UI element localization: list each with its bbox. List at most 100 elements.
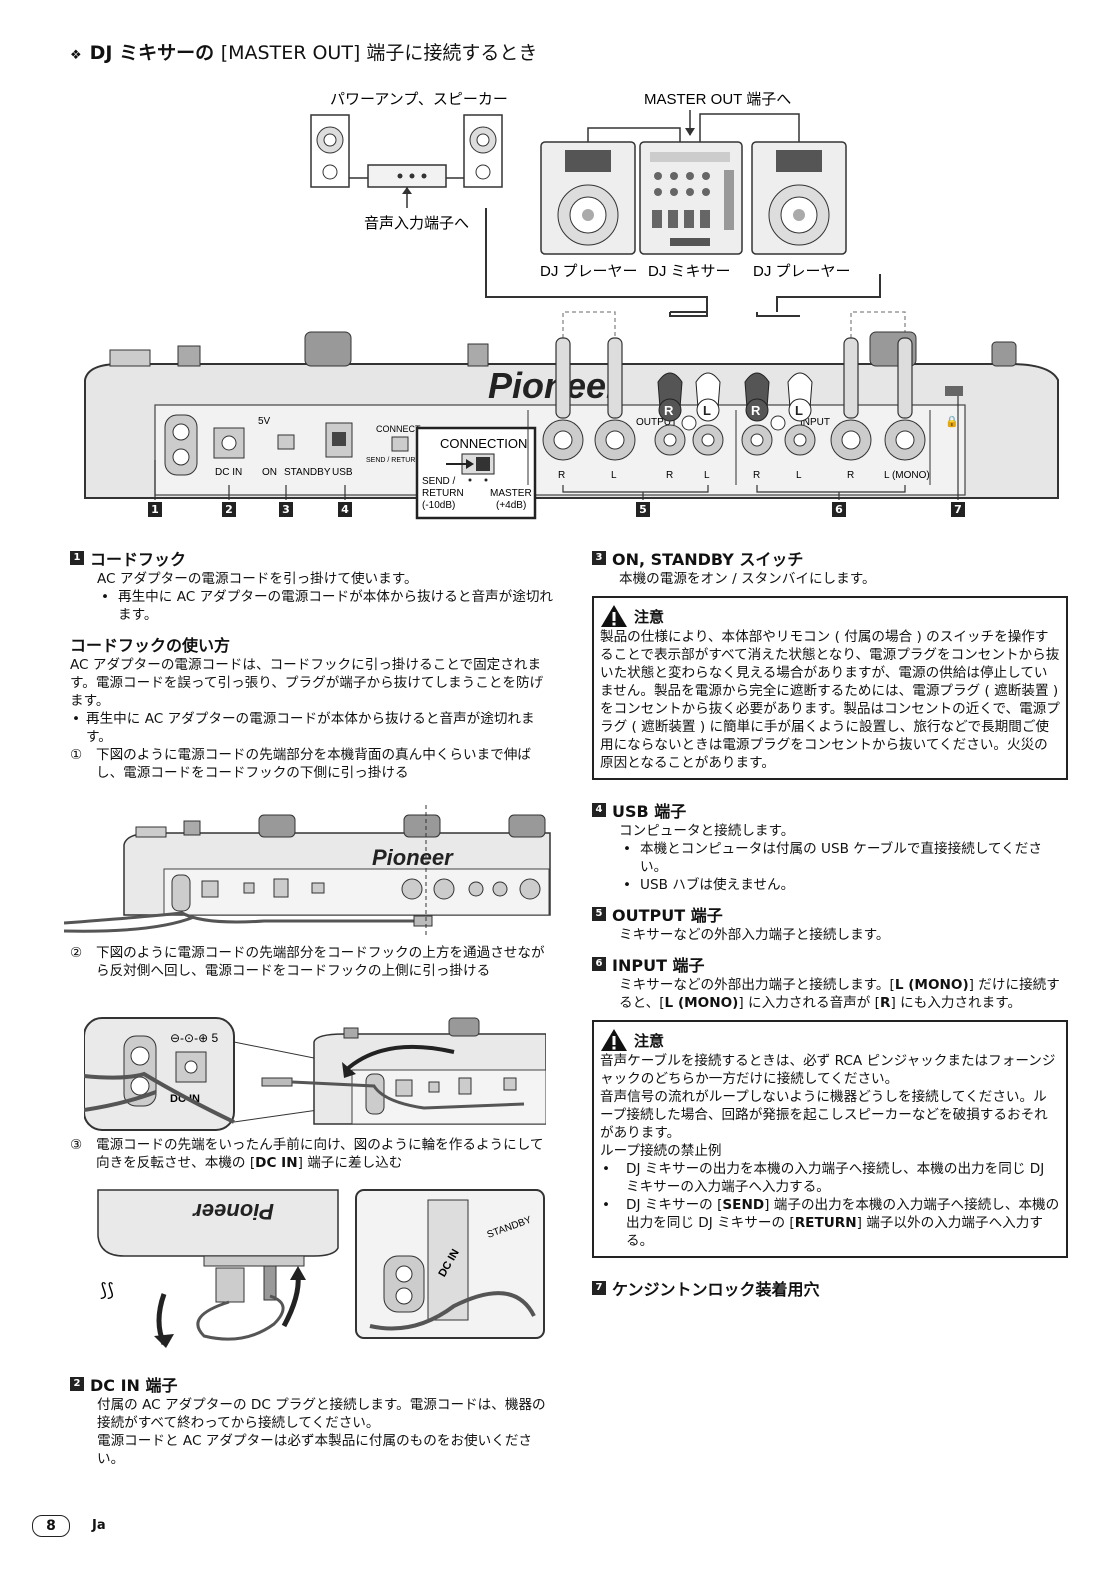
panel-output-label: OUTPUT — [636, 417, 677, 428]
jack-r-3: R — [753, 470, 760, 481]
caution-2-title: 注意 — [600, 1028, 1060, 1052]
plug-r-label: R — [664, 403, 674, 418]
section-1-title: 1 コードフック — [70, 546, 554, 570]
panel-standby-label: STANDBY — [284, 467, 331, 478]
section-6-title: 6 INPUT 端子 — [592, 952, 1068, 976]
step-3-text-c: ] 端子に差し込む — [297, 1155, 403, 1171]
page-number: 8 — [32, 1515, 70, 1537]
panel-send-small-label: SEND / RETURN (-10dB) — [366, 457, 446, 464]
c2b2-b: SEND — [722, 1197, 765, 1213]
section-1-text: AC アダプターの電源コードを引っ掛けて使います。 — [97, 571, 418, 587]
jack-r-2: R — [666, 470, 673, 481]
caution-1-label: 注意 — [634, 607, 665, 626]
step-1: ① 下図のように電源コードの先端部分を本機背面の真ん中くらいまで伸ばし、電源コー… — [70, 746, 554, 782]
rca-plug-l-in: L — [787, 372, 813, 422]
heading-light: [MASTER OUT] 端子に接続するとき — [220, 42, 538, 64]
section-5-text: ミキサーなどの外部入力端子と接続します。 — [619, 927, 890, 943]
section-4-number: 4 — [592, 803, 606, 817]
standby-switch — [277, 434, 295, 450]
dj-player-left-icon — [540, 141, 636, 255]
pioneer-logo: Pioneer — [488, 365, 622, 406]
step-2: ② 下図のように電源コードの先端部分をコードフックの上方を通過させながら反対側へ… — [70, 944, 554, 980]
callout-1: 1 — [148, 502, 162, 517]
cord-hook-howto-title: コードフックの使い方 — [70, 636, 231, 655]
conn-master-db: (+4dB) — [496, 500, 526, 511]
step-3-block: ③ 電源コードの先端をいったん手前に向け、図のように輪を作るようにして向きを反転… — [70, 1136, 554, 1172]
connection-switch-inset: CONNECTION SEND / RETURN (-10dB) MASTER … — [415, 426, 537, 520]
section-7-title: 7 ケンジントンロック装着用穴 — [592, 1276, 1068, 1300]
cord-hook-bullet: 再生中に AC アダプターの電源コードが本体から抜けると音声が途切れます。 — [70, 710, 554, 746]
c2b2-a: DJ ミキサーの [ — [626, 1197, 723, 1213]
pioneer-logo-flipped: Pioneer — [192, 1199, 274, 1224]
output-phone-jacks — [542, 419, 636, 461]
panel-usb-label: USB — [332, 467, 353, 478]
kensington-slot — [945, 386, 963, 396]
callout-5: 5 — [636, 502, 650, 517]
section-3-heading: ON, STANDBY スイッチ — [612, 550, 804, 569]
section-1-heading: コードフック — [90, 550, 187, 569]
jack-lmono: L (MONO) — [884, 470, 930, 481]
caution-2-bullet-2: DJ ミキサーの [SEND] 端子の出力を本機の入力端子へ接続し、本機の出力を… — [600, 1196, 1060, 1250]
conn-title: CONNECTION — [440, 436, 527, 451]
input-rca-jacks — [741, 424, 816, 456]
panel-connect-label: CONNECT — [376, 424, 421, 434]
section-5-title: 5 OUTPUT 端子 — [592, 902, 1068, 926]
section-4-text: コンピュータと接続します。 — [619, 823, 795, 839]
speaker-label: パワーアンプ、スピーカー — [330, 91, 508, 108]
section-3-title: 3 ON, STANDBY スイッチ — [592, 546, 1068, 570]
player-right-label: DJ プレーヤー — [753, 263, 851, 280]
cord-hook-step3-illustration: Pioneer ⟆⟆ DC IN STANDBY — [97, 1189, 545, 1348]
step-3: ③ 電源コードの先端をいったん手前に向け、図のように輪を作るようにして向きを反転… — [70, 1136, 554, 1172]
dj-mixer-icon — [639, 141, 743, 255]
plug-l-in-label: L — [795, 403, 803, 418]
section-7-number: 7 — [592, 1281, 606, 1295]
panel-on-label: ON — [262, 467, 277, 478]
section-6-number: 6 — [592, 957, 606, 971]
section-6-text: ミキサーなどの外部出力端子と接続します。[L (MONO)] だけに接続すると、… — [592, 976, 1068, 1012]
rca-plug-l-out: L — [695, 372, 721, 422]
step-2-block: ② 下図のように電源コードの先端部分をコードフックの上方を通過させながら反対側へ… — [70, 944, 554, 980]
section-2-number: 2 — [70, 1377, 84, 1391]
warning-icon — [601, 1029, 627, 1051]
dj-player-right-icon — [751, 141, 847, 255]
section-4-title: 4 USB 端子 — [592, 798, 1068, 822]
section-2-heading: DC IN 端子 — [90, 1376, 178, 1395]
jack-l-1: L — [611, 470, 617, 481]
c2b2-d: RETURN — [794, 1215, 857, 1231]
pioneer-logo-small: Pioneer — [372, 845, 454, 870]
svg-text:⟆⟆: ⟆⟆ — [100, 1280, 114, 1300]
right-column: 3 ON, STANDBY スイッチ 本機の電源をオン / スタンバイにします。… — [592, 546, 1068, 1300]
rca-plug-r-in: R — [744, 372, 770, 422]
step-3-text-a: 電源コードの先端をいったん手前に向け、図のように輪を作るようにして向きを反転させ… — [96, 1137, 544, 1171]
c2b2-e: ] 端子以外の入力端子へ入力する。 — [626, 1215, 1043, 1249]
lock-icon: 🔒 — [945, 415, 959, 428]
step-2-text: 下図のように電源コードの先端部分をコードフックの上方を通過させながら反対側へ回し… — [96, 945, 545, 979]
c2b2-c: ] 端子の出力を本機の入力端子へ接続し、本機の出力を同じ DJ ミキサーの [ — [626, 1197, 1060, 1231]
caution-1-text: 製品の仕様により、本体部やリモコン ( 付属の場合 ) のスイッチを操作すること… — [600, 629, 1060, 771]
player-left-label: DJ プレーヤー — [540, 263, 638, 280]
step-1-text: 下図のように電源コードの先端部分を本機背面の真ん中くらいまで伸ばし、電源コードを… — [96, 747, 531, 781]
section-4-bullet-2: USB ハブは使えません。 — [592, 876, 1068, 894]
amplifier-icon — [367, 164, 447, 188]
caution-2-p2: 音声信号の流れがループしないように機器どうしを接続してください。ループ接続した場… — [600, 1089, 1048, 1141]
caution-box-1: 注意 製品の仕様により、本体部やリモコン ( 付属の場合 ) のスイッチを操作す… — [592, 596, 1068, 780]
caution-2-p3: ループ接続の禁止例 — [600, 1143, 722, 1159]
section-6-heading: INPUT 端子 — [612, 956, 705, 975]
plug-l-label: L — [703, 403, 711, 418]
cord-hook-text: AC アダプターの電源コードは、コードフックに引っ掛けることで固定されます。電源… — [70, 657, 544, 709]
step-1-mark: ① — [70, 747, 83, 763]
section-1-bullet: 再生中に AC アダプターの電源コードが本体から抜けると音声が途切れます。 — [70, 588, 554, 624]
caution-2-label: 注意 — [634, 1031, 665, 1050]
language-code: Ja — [92, 1518, 106, 1533]
plug-r-in-label: R — [751, 403, 761, 418]
step-3-mark: ③ — [70, 1137, 83, 1153]
section-1-number: 1 — [70, 551, 84, 565]
caution-1-title: 注意 — [600, 604, 1060, 628]
heading-bold: DJ ミキサーの — [89, 42, 215, 64]
panel-5v-label: 5V — [258, 416, 271, 427]
s6-f: R — [879, 995, 891, 1011]
section-5-number: 5 — [592, 907, 606, 921]
master-out-label: MASTER OUT 端子へ — [644, 91, 791, 108]
s6-b: L (MONO) — [894, 977, 969, 993]
connection-diagram: パワーアンプ、スピーカー MASTER OUT 端子へ 音声入力端子へ — [84, 91, 1059, 520]
